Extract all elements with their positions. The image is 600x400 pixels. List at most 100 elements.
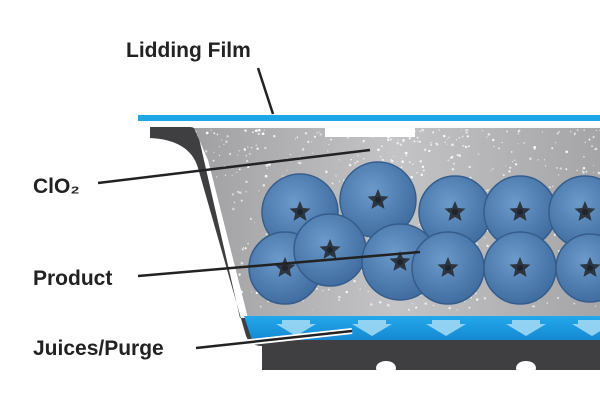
gas-particle [438, 129, 440, 131]
gas-particle [259, 305, 262, 308]
gas-particle [231, 193, 234, 196]
gas-particle [486, 136, 488, 138]
gas-particle [556, 132, 559, 135]
gas-particle [569, 130, 572, 133]
gas-particle [469, 176, 472, 179]
gas-particle [379, 155, 382, 158]
gas-particle [546, 302, 548, 304]
gas-particle [420, 173, 423, 176]
gas-particle [192, 221, 194, 223]
gas-particle [240, 261, 244, 265]
gas-particle [413, 140, 416, 143]
gas-particle [296, 136, 299, 139]
gas-particle [423, 148, 427, 152]
gas-particle [267, 300, 269, 303]
gas-particle [573, 302, 576, 305]
gas-particle [236, 171, 238, 173]
gas-particle [377, 148, 380, 152]
gas-particle [247, 243, 249, 245]
gas-particle [301, 148, 305, 151]
gas-particle [387, 138, 390, 142]
gas-particle [325, 170, 328, 174]
gas-particle [390, 138, 392, 141]
gas-particle [205, 131, 209, 135]
lidding-film-leader [256, 67, 275, 115]
gas-particle [304, 132, 308, 135]
gas-particle [466, 135, 469, 138]
gas-particle [253, 221, 256, 223]
gas-particle [453, 162, 455, 165]
gas-particle [511, 161, 514, 163]
juices-purge-leader [195, 329, 353, 350]
gas-particle [557, 250, 560, 252]
gas-particle [238, 150, 240, 152]
gas-particle [404, 151, 408, 155]
gas-particle [316, 132, 318, 134]
gas-particle [228, 152, 232, 156]
gas-particle [216, 133, 219, 136]
gas-particle [555, 166, 559, 169]
gas-particle [257, 133, 260, 136]
down-arrow-icon [572, 320, 600, 336]
gas-particle [418, 140, 421, 143]
gas-particle [487, 133, 491, 136]
gas-particle [468, 306, 471, 309]
gas-particle [234, 288, 237, 291]
gas-particle [238, 168, 241, 171]
gas-particle [261, 132, 265, 136]
lidding-film [138, 115, 600, 121]
gas-particle [219, 264, 221, 267]
gas-particle [419, 160, 422, 163]
gas-particle [197, 173, 199, 175]
gas-particle [396, 141, 400, 145]
gas-particle [194, 282, 197, 285]
gas-particle [490, 170, 492, 172]
gas-particle [194, 213, 195, 216]
gas-particle [256, 147, 259, 150]
gas-particle [442, 134, 446, 138]
gas-particle [509, 166, 512, 169]
gas-particle [475, 298, 479, 301]
gas-particle [259, 131, 261, 134]
gas-particle [220, 139, 223, 141]
gas-particle [491, 167, 494, 170]
gas-particle [311, 309, 313, 311]
gas-particle [559, 167, 562, 170]
gas-particle [346, 136, 349, 139]
gas-particle [531, 305, 533, 307]
gas-particle [265, 164, 269, 167]
gas-particle [231, 174, 233, 176]
gas-particle [203, 210, 206, 212]
gas-particle [191, 217, 193, 219]
gas-particle [281, 175, 284, 177]
gas-particle [558, 131, 560, 133]
gas-particle [210, 129, 212, 131]
gas-particle [410, 175, 413, 179]
gas-particle [338, 159, 341, 161]
gas-particle [268, 163, 271, 166]
gas-particle [212, 159, 215, 162]
gas-particle [446, 138, 448, 140]
gas-particle [419, 130, 421, 133]
tray-base [262, 340, 600, 370]
gas-particle [506, 130, 508, 133]
gas-particle [405, 155, 407, 157]
gas-particle [194, 173, 196, 176]
gas-particle [223, 264, 226, 267]
gas-particle [594, 305, 597, 307]
gas-particle [218, 154, 221, 157]
gas-particle [223, 143, 225, 146]
gas-particle [238, 191, 242, 195]
gas-particle [595, 129, 597, 131]
gas-particle [467, 145, 470, 148]
gas-particle [557, 297, 559, 299]
down-arrow-icon [352, 320, 392, 336]
gas-particle [422, 169, 425, 172]
gas-particle [585, 170, 588, 173]
gas-particle [458, 154, 462, 157]
gas-particle [444, 141, 446, 143]
gas-particle [411, 163, 414, 166]
gas-particle [218, 146, 220, 148]
gas-particle [221, 282, 223, 284]
juices-purge-label: Juices/Purge [33, 337, 164, 360]
